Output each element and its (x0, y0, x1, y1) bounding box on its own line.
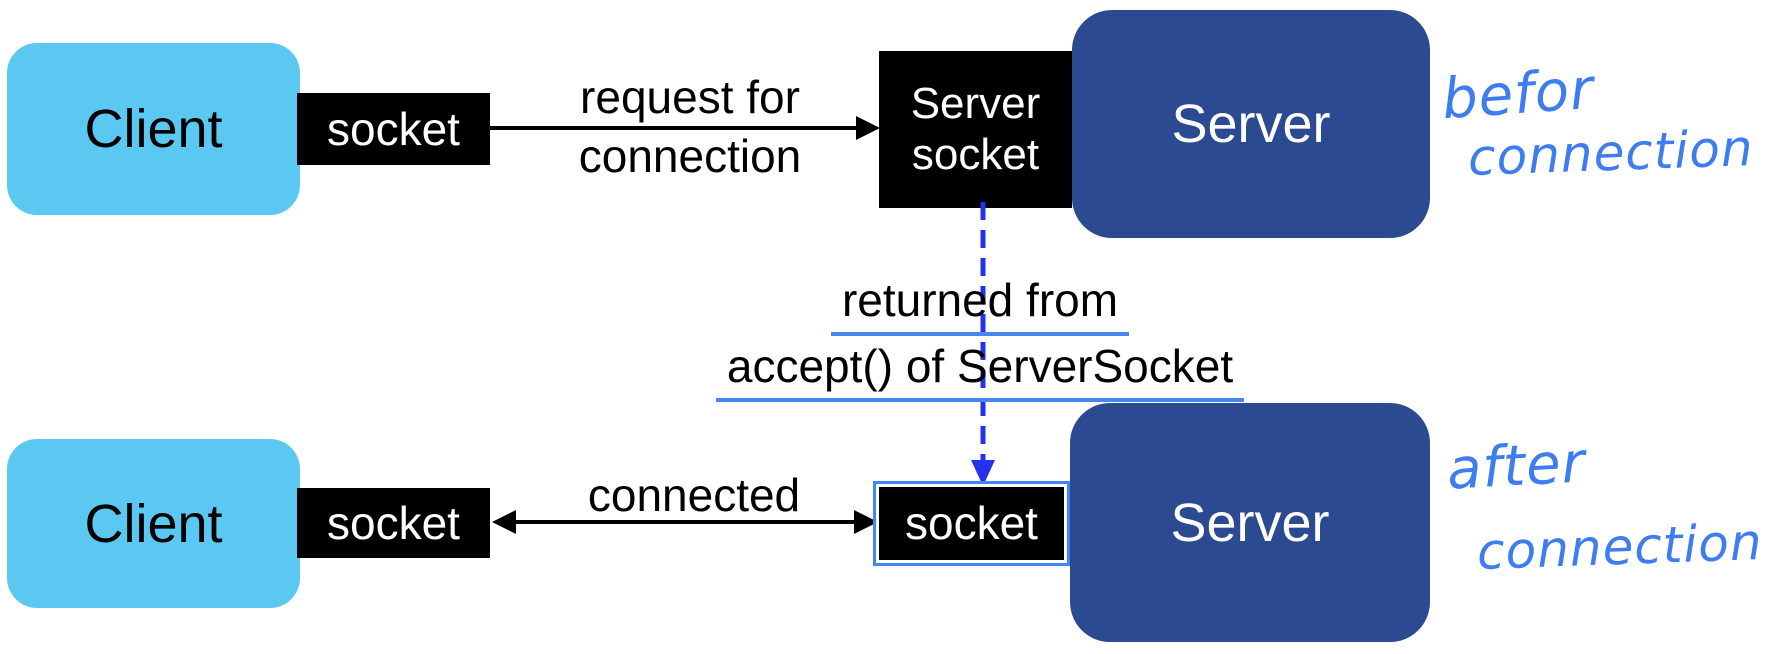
before-annotation-line2: connection (1467, 119, 1755, 187)
server-label: Server (1171, 94, 1331, 154)
request-arrow-icon (490, 116, 880, 140)
client-socket-box-before: socket (297, 93, 490, 165)
accept-return-dashed-arrow-icon (971, 202, 995, 486)
server-label: Server (1170, 492, 1330, 553)
accepted-socket-inner: socket (879, 487, 1064, 560)
after-annotation-line1: after (1445, 430, 1588, 503)
client-label: Client (84, 493, 223, 554)
accept-note-line1: returned from (830, 270, 1130, 336)
client-box-after: Client (7, 439, 300, 608)
server-box-after: Server (1070, 403, 1430, 642)
accept-note: returned from accept() of ServerSocket (655, 270, 1305, 402)
connected-arrow-label: connected (587, 469, 801, 521)
server-box-before: Server (1072, 10, 1430, 238)
server-socket-label-line1: Server (910, 79, 1041, 129)
accepted-socket-box: socket (873, 481, 1070, 566)
request-arrow-label-line2: connection (578, 130, 802, 182)
connected-double-arrow-icon (492, 510, 878, 534)
server-socket-label-line2: socket (911, 129, 1040, 179)
request-arrow-label: request for connection (540, 68, 840, 186)
client-socket-box-after: socket (297, 488, 490, 558)
after-annotation-line2: connection (1476, 513, 1764, 581)
client-socket-label: socket (327, 496, 460, 549)
client-box-before: Client (7, 43, 300, 215)
server-socket-box: Server socket (879, 51, 1072, 208)
client-label: Client (84, 99, 223, 159)
accepted-socket-label: socket (905, 497, 1038, 550)
accept-note-line2: accept() of ServerSocket (715, 336, 1245, 402)
client-socket-label: socket (327, 102, 460, 155)
request-arrow-label-line1: request for (580, 71, 800, 123)
before-annotation-line1: befor (1439, 56, 1597, 133)
